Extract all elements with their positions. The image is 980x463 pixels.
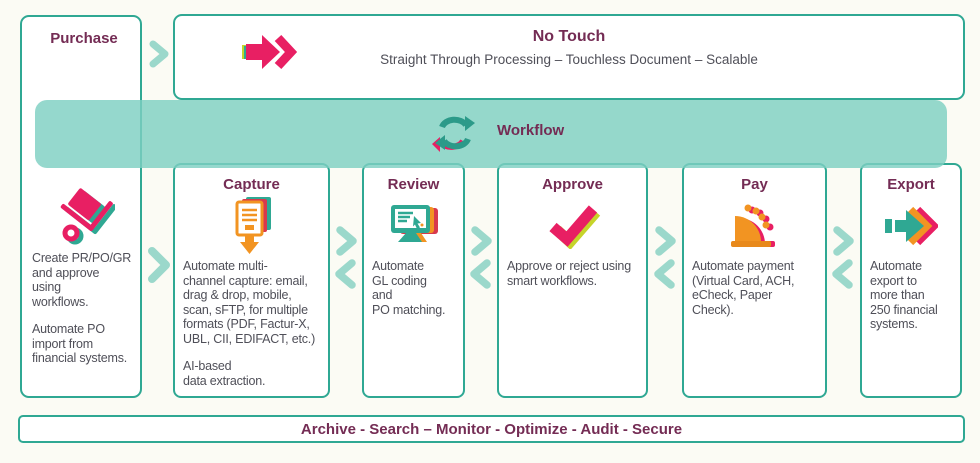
chevron-left-icon (654, 259, 675, 289)
purchase-text-1: Create PR/PO/GR and approve using workfl… (32, 251, 132, 309)
no-touch-panel: No Touch Straight Through Processing – T… (173, 14, 965, 100)
hand-truck-icon (32, 187, 136, 247)
approve-panel: Approve Approve or reject using smart wo… (497, 163, 648, 398)
chevron-right-icon (336, 226, 357, 256)
monitor-icon (372, 194, 455, 258)
purchase-title: Purchase (50, 30, 118, 47)
chevron-right-icon (148, 40, 170, 73)
chevron-left-icon (832, 259, 853, 289)
workflow-band: Workflow (35, 100, 947, 168)
export-arrow-icon (870, 194, 952, 258)
stage-connector (653, 226, 677, 289)
capture-title: Capture (223, 176, 280, 193)
footer-bar: Archive - Search – Monitor - Optimize - … (18, 415, 965, 443)
capture-text-1: Automate multi- channel capture: email, … (183, 259, 316, 346)
review-panel: Review Automate GL coding and PO matchin… (362, 163, 465, 398)
checkmark-icon (507, 194, 638, 258)
pay-panel: Pay Au (682, 163, 827, 398)
stage-connector (469, 226, 493, 289)
stage-connector (831, 226, 855, 289)
chevron-left-icon (335, 259, 356, 289)
chevron-right-icon (146, 246, 172, 289)
pay-title: Pay (741, 176, 768, 193)
document-capture-icon (183, 194, 320, 258)
capture-text-2: AI-based data extraction. (183, 359, 266, 388)
cash-register-icon (692, 194, 817, 258)
review-title: Review (387, 176, 440, 193)
chevron-right-icon (833, 226, 854, 256)
purchase-text-2: Automate PO import from financial system… (32, 322, 128, 365)
chevron-right-icon (471, 226, 492, 256)
export-text-1: Automate export to more than 250 financi… (870, 259, 938, 331)
approve-title: Approve (542, 176, 603, 193)
chevron-left-icon (470, 259, 491, 289)
chevron-right-icon (655, 226, 676, 256)
pay-text-1: Automate payment (Virtual Card, ACH, eCh… (692, 259, 795, 317)
stage-connector (334, 226, 358, 289)
capture-panel: Capture Automate multi- channel capture:… (173, 163, 330, 398)
export-title: Export (887, 176, 935, 193)
sync-icon (431, 110, 479, 163)
workflow-label: Workflow (497, 122, 565, 139)
no-touch-title: No Touch (532, 28, 606, 45)
fast-forward-arrow-icon (239, 32, 298, 77)
review-text-1: Automate GL coding and PO matching. (372, 259, 446, 317)
purchase-panel: Purchase Create PR/PO/ (20, 15, 142, 398)
footer-label: Archive - Search – Monitor - Optimize - … (300, 420, 683, 438)
export-panel: Export Automate export to more than 250 … (860, 163, 962, 398)
approve-text-1: Approve or reject using smart workflows. (507, 259, 631, 288)
no-touch-subtitle: Straight Through Processing – Touchless … (380, 52, 758, 67)
